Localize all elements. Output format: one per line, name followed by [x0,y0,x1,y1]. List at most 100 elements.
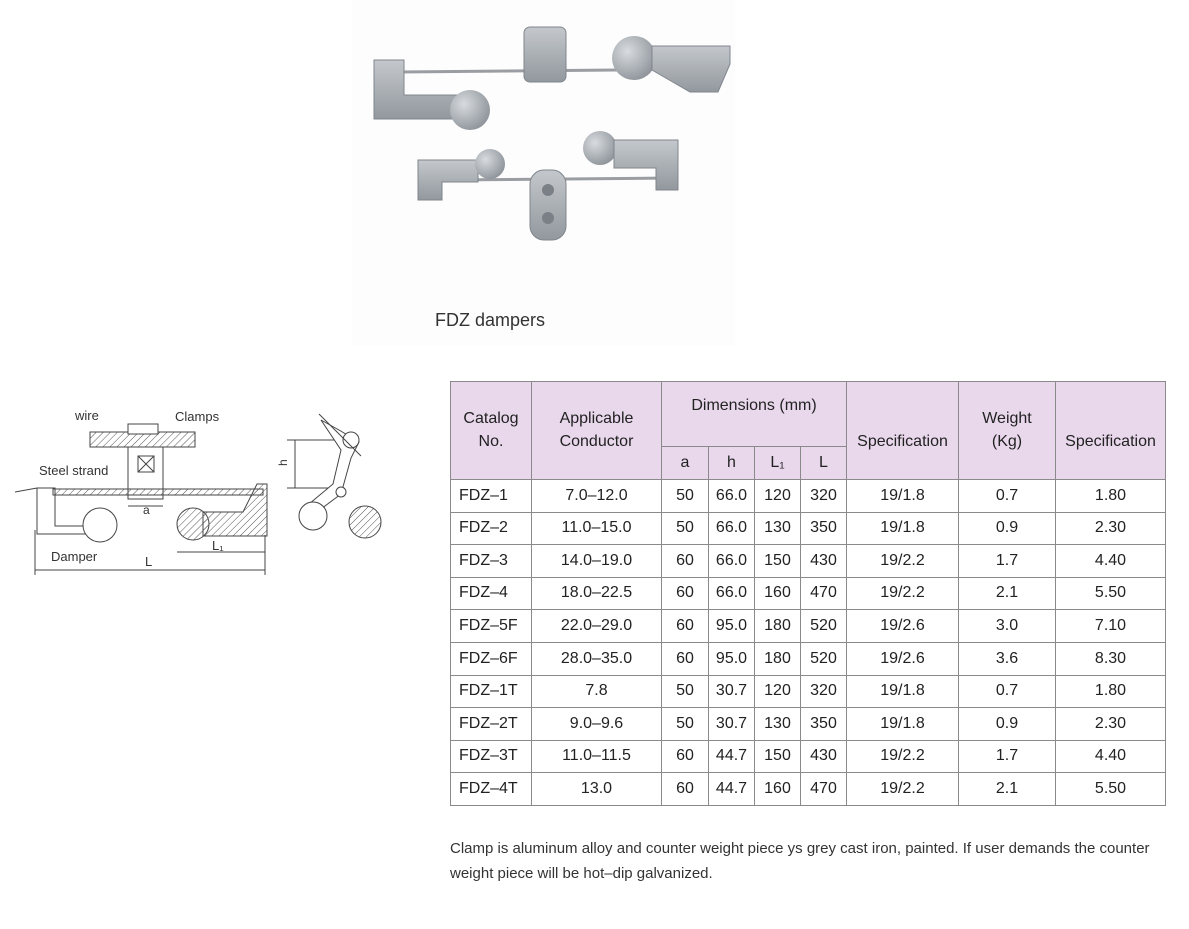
cell-a: 60 [661,641,709,676]
cell-a: 60 [661,609,709,643]
photo-caption: FDZ dampers [435,310,546,330]
header-specification: Specification [846,381,959,480]
cell-h: 95.0 [708,641,755,676]
cell-a: 50 [661,479,709,513]
cell-specification: 19/2.2 [846,739,959,774]
cell-l: 430 [800,739,847,774]
cell-h: 95.0 [708,609,755,643]
header-catalog: Catalog [463,410,519,428]
header-weight-unit: (Kg) [991,432,1023,450]
cell-specification: 19/2.2 [846,544,959,578]
cell-specification: 19/2.2 [846,772,959,806]
cell-specification-2: 5.50 [1055,772,1166,806]
cell-catalog-no: FDZ–4T [450,772,532,806]
cell-h: 66.0 [708,479,755,513]
cell-conductor: 14.0–19.0 [531,544,662,578]
header-dim-l: L [800,446,847,480]
cell-conductor: 7.8 [531,674,662,709]
cell-conductor: 18.0–22.5 [531,576,662,611]
cell-specification-2: 5.50 [1055,576,1166,611]
cell-weight: 0.9 [958,707,1056,741]
cell-catalog-no: FDZ–1T [450,674,532,709]
cell-l1: 160 [754,772,801,806]
damper-photo-illustration [373,26,731,241]
cell-catalog-no: FDZ–2 [450,511,532,546]
cell-catalog-no: FDZ–3 [450,544,532,578]
cell-specification-2: 1.80 [1055,479,1166,513]
cell-l: 520 [800,609,847,643]
cell-l1: 180 [754,641,801,676]
cell-l1: 130 [754,707,801,741]
cell-specification-2: 2.30 [1055,707,1166,741]
cell-a: 60 [661,576,709,611]
cell-weight: 1.7 [958,544,1056,578]
header-weight-label: Weight [982,410,1032,428]
cell-weight: 0.7 [958,674,1056,709]
cell-l1: 120 [754,479,801,513]
label-l: L [145,554,152,569]
header-specification-label: Specification [857,433,948,451]
damper-dimension-drawing: wire Clamps Steel strand Damper a L₁ L h [15,408,382,575]
cell-conductor: 9.0–9.6 [531,707,662,741]
cell-weight: 0.9 [958,511,1056,546]
cell-weight: 3.0 [958,609,1056,643]
cell-conductor: 11.0–15.0 [531,511,662,546]
cell-l: 520 [800,641,847,676]
cell-l: 470 [800,772,847,806]
cell-conductor: 28.0–35.0 [531,641,662,676]
cell-a: 60 [661,544,709,578]
cell-l1: 130 [754,511,801,546]
cell-l: 320 [800,674,847,709]
cell-specification-2: 4.40 [1055,739,1166,774]
cell-a: 50 [661,511,709,546]
cell-specification-2: 4.40 [1055,544,1166,578]
cell-l: 430 [800,544,847,578]
cell-specification-2: 8.30 [1055,641,1166,676]
cell-weight: 3.6 [958,641,1056,676]
cell-l1: 120 [754,674,801,709]
header-applicable-conductor: Applicable Conductor [531,381,662,480]
cell-h: 30.7 [708,674,755,709]
cell-specification: 19/2.6 [846,609,959,643]
cell-l: 350 [800,707,847,741]
cell-l: 350 [800,511,847,546]
cell-specification: 19/1.8 [846,674,959,709]
cell-a: 60 [661,739,709,774]
cell-specification-2: 2.30 [1055,511,1166,546]
cell-l1: 160 [754,576,801,611]
label-wire: wire [74,408,99,423]
cell-conductor: 22.0–29.0 [531,609,662,643]
header-weight: Weight (Kg) [958,381,1056,480]
cell-h: 44.7 [708,739,755,774]
header-dim-a: a [661,446,709,480]
cell-catalog-no: FDZ–4 [450,576,532,611]
material-note: Clamp is aluminum alloy and counter weig… [450,840,1150,882]
cell-l1: 180 [754,609,801,643]
cell-weight: 2.1 [958,772,1056,806]
specification-table: Catalog No. Applicable Conductor Dimensi… [450,381,1166,806]
label-a: a [143,503,150,517]
cell-specification: 19/1.8 [846,479,959,513]
label-damper: Damper [51,549,98,564]
label-h: h [276,459,290,466]
header-specification-2: Specification [1055,381,1166,480]
label-clamps: Clamps [175,409,220,424]
cell-specification-2: 1.80 [1055,674,1166,709]
cell-a: 60 [661,772,709,806]
cell-l1: 150 [754,544,801,578]
cell-conductor: 13.0 [531,772,662,806]
cell-specification: 19/1.8 [846,707,959,741]
cell-weight: 0.7 [958,479,1056,513]
header-dimensions: Dimensions (mm) [661,381,847,447]
cell-catalog-no: FDZ–6F [450,641,532,676]
product-photo: FDZ dampers [352,0,735,345]
header-dim-h: h [708,446,755,480]
